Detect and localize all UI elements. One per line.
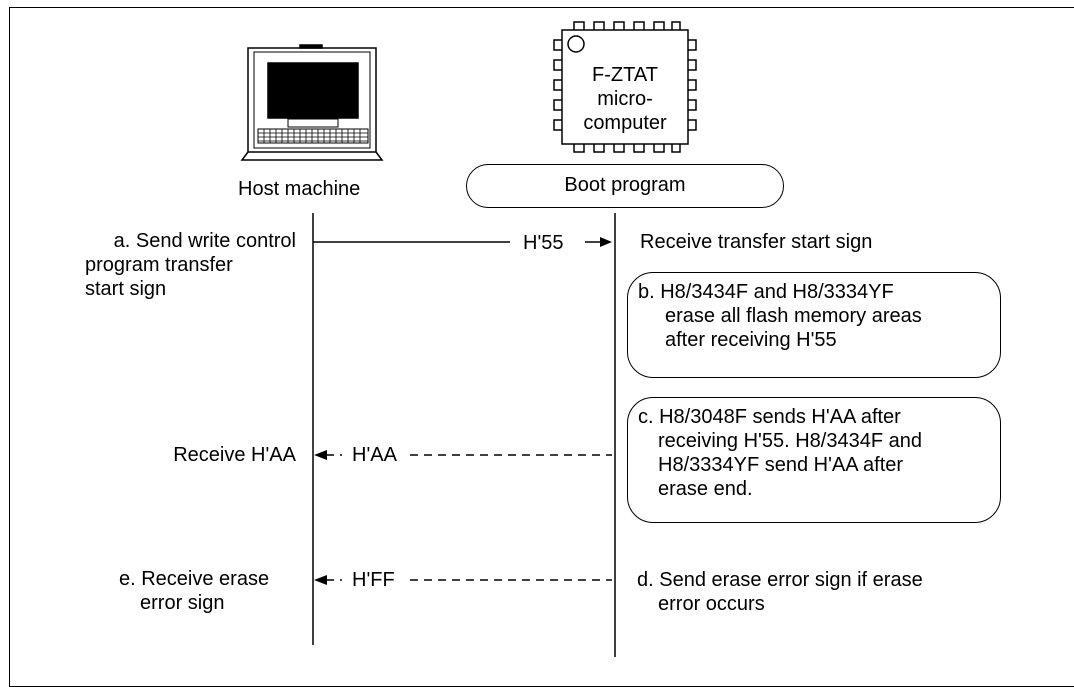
chip-label: F-ZTAT micro- computer bbox=[570, 63, 680, 135]
chip-label-line3: computer bbox=[583, 112, 667, 134]
receive-haa-text: Receive H'AA bbox=[173, 444, 296, 466]
chip-icon bbox=[553, 21, 697, 153]
step-d-line2: error occurs bbox=[658, 593, 765, 615]
step-c-line1: c. H8/3048F sends H'AA after bbox=[638, 406, 901, 428]
step-a-line2: program transfer bbox=[85, 254, 233, 276]
step-c-line4: erase end. bbox=[658, 478, 753, 500]
step-b-line3: after receiving H'55 bbox=[665, 329, 837, 351]
step-b-text: b. H8/3434F and H8/3334YF erase all flas… bbox=[638, 280, 922, 352]
host-machine-label: Host machine bbox=[238, 178, 361, 200]
signal-hff-label: H'FF bbox=[352, 569, 395, 591]
step-c-box bbox=[627, 397, 1001, 523]
step-d-line1: d. Send erase error sign if erase bbox=[637, 569, 923, 591]
arrow-hff bbox=[314, 575, 612, 585]
step-c-line3: H8/3334YF send H'AA after bbox=[658, 454, 904, 476]
step-c-text: c. H8/3048F sends H'AA after receiving H… bbox=[638, 405, 922, 501]
chip-label-line2: micro- bbox=[597, 88, 653, 110]
boot-program-label: Boot program bbox=[564, 174, 686, 196]
step-a-line1: a. Send write control bbox=[113, 230, 296, 252]
step-e-line2: error sign bbox=[140, 592, 225, 614]
step-a-line3: start sign bbox=[85, 278, 167, 300]
step-c-line2: receiving H'55. H8/3434F and bbox=[658, 430, 922, 452]
step-e-text: e. Receive erase error sign bbox=[119, 567, 269, 615]
boot-program-box bbox=[466, 164, 784, 208]
laptop-icon bbox=[240, 44, 384, 161]
receive-start-text: Receive transfer start sign bbox=[640, 231, 873, 253]
signal-haa-label: H'AA bbox=[352, 444, 397, 466]
step-e-line1: e. Receive erase bbox=[119, 568, 270, 590]
arrow-h55 bbox=[313, 237, 612, 247]
step-b-line2: erase all flash memory areas bbox=[665, 305, 922, 327]
step-b-line1: b. H8/3434F and H8/3334YF bbox=[638, 281, 894, 303]
diagram-graphics bbox=[240, 21, 697, 657]
arrow-haa bbox=[314, 450, 612, 460]
signal-h55-label: H'55 bbox=[523, 232, 564, 254]
step-d-text: d. Send erase error sign if erase error … bbox=[637, 568, 923, 616]
step-b-box bbox=[627, 272, 1001, 378]
step-a-text: a. Send write control program transfer s… bbox=[40, 229, 296, 301]
chip-label-line1: F-ZTAT bbox=[592, 64, 658, 86]
